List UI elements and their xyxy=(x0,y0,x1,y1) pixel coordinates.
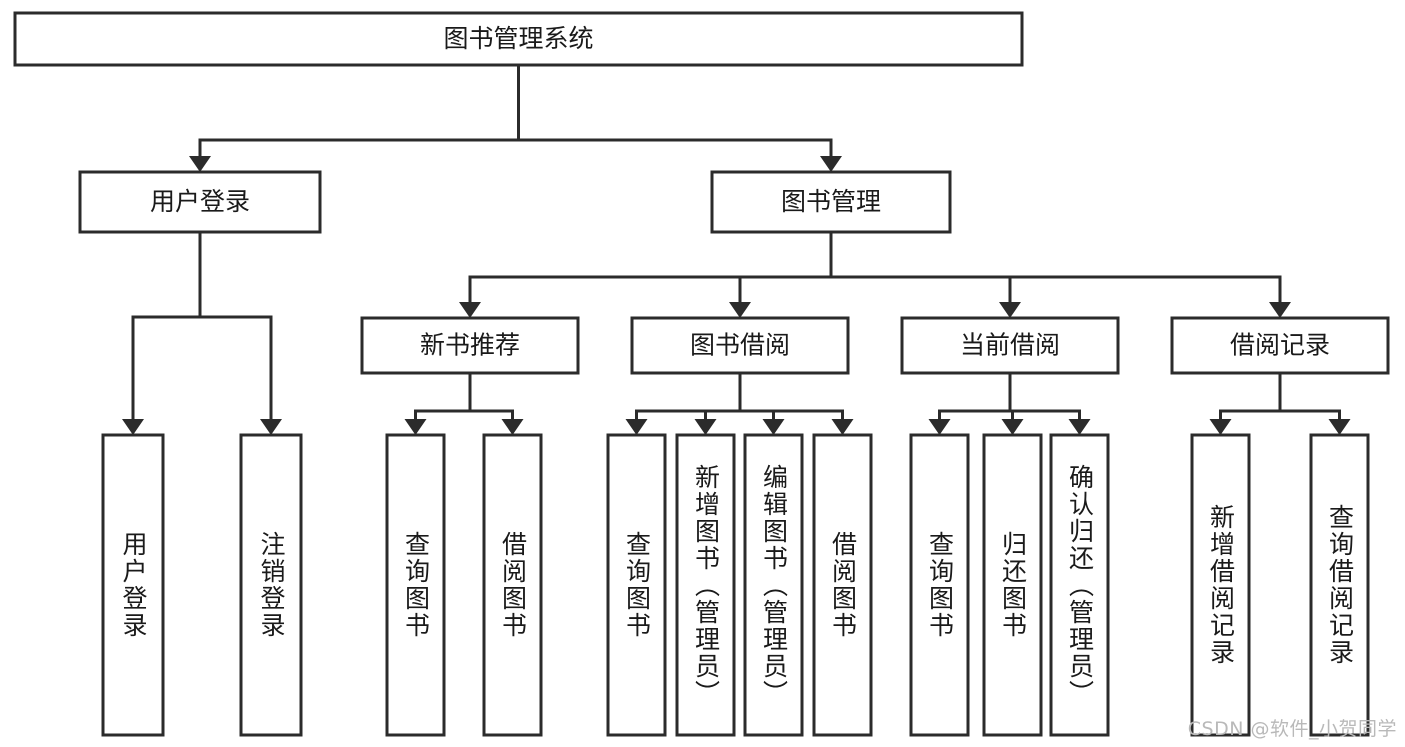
node-user-login[interactable] xyxy=(78,170,322,234)
node-label-book-borrow: 图书借阅 xyxy=(690,331,790,360)
node-box-leaf-logout[interactable] xyxy=(239,433,303,737)
node-root[interactable] xyxy=(13,11,1024,67)
node-box-current-borrow[interactable] xyxy=(900,316,1120,375)
node-box-new-book-recommend[interactable] xyxy=(360,316,580,375)
node-label-root: 图书管理系统 xyxy=(443,24,593,53)
node-borrow-records[interactable] xyxy=(1170,316,1390,375)
node-leaf-user-login[interactable] xyxy=(101,433,165,737)
node-book-borrow[interactable] xyxy=(630,316,850,375)
node-box-leaf-edit-book[interactable] xyxy=(743,433,804,737)
node-label-user-login: 用户登录 xyxy=(150,187,250,216)
node-leaf-query-record[interactable] xyxy=(1309,433,1370,737)
node-box-leaf-confirm-return[interactable] xyxy=(1049,433,1110,737)
node-box-leaf-query-record[interactable] xyxy=(1309,433,1370,737)
node-box-leaf-add-book[interactable] xyxy=(675,433,736,737)
node-leaf-query-book-3[interactable] xyxy=(909,433,970,737)
node-box-leaf-return-book[interactable] xyxy=(982,433,1043,737)
node-box-leaf-query-book-1[interactable] xyxy=(385,433,446,737)
node-leaf-return-book[interactable] xyxy=(982,433,1043,737)
node-leaf-borrow-book-1[interactable] xyxy=(482,433,543,737)
node-leaf-query-book-2[interactable] xyxy=(606,433,667,737)
watermark-credit: CSDN @软件_小贺同学 xyxy=(1187,718,1397,740)
edge-layer xyxy=(122,63,1351,435)
node-box-borrow-records[interactable] xyxy=(1170,316,1390,375)
node-box-leaf-user-login[interactable] xyxy=(101,433,165,737)
node-leaf-query-book-1[interactable] xyxy=(385,433,446,737)
node-leaf-add-book[interactable] xyxy=(675,433,736,737)
node-box-root[interactable] xyxy=(13,11,1024,67)
node-book-management[interactable] xyxy=(710,170,952,234)
node-box-layer xyxy=(13,11,1390,737)
node-box-leaf-borrow-book-1[interactable] xyxy=(482,433,543,737)
node-leaf-edit-book[interactable] xyxy=(743,433,804,737)
node-leaf-logout[interactable] xyxy=(239,433,303,737)
node-box-user-login[interactable] xyxy=(78,170,322,234)
node-label-book-management: 图书管理 xyxy=(781,187,881,216)
node-label-new-book-recommend: 新书推荐 xyxy=(420,331,520,360)
node-box-book-management[interactable] xyxy=(710,170,952,234)
node-current-borrow[interactable] xyxy=(900,316,1120,375)
node-box-leaf-add-record[interactable] xyxy=(1190,433,1251,737)
node-box-leaf-query-book-3[interactable] xyxy=(909,433,970,737)
node-leaf-confirm-return[interactable] xyxy=(1049,433,1110,737)
node-box-leaf-query-book-2[interactable] xyxy=(606,433,667,737)
node-box-leaf-borrow-book-2[interactable] xyxy=(812,433,873,737)
node-box-book-borrow[interactable] xyxy=(630,316,850,375)
node-label-borrow-records: 借阅记录 xyxy=(1230,331,1330,360)
node-leaf-borrow-book-2[interactable] xyxy=(812,433,873,737)
node-new-book-recommend[interactable] xyxy=(360,316,580,375)
node-label-current-borrow: 当前借阅 xyxy=(960,331,1060,360)
node-leaf-add-record[interactable] xyxy=(1190,433,1251,737)
